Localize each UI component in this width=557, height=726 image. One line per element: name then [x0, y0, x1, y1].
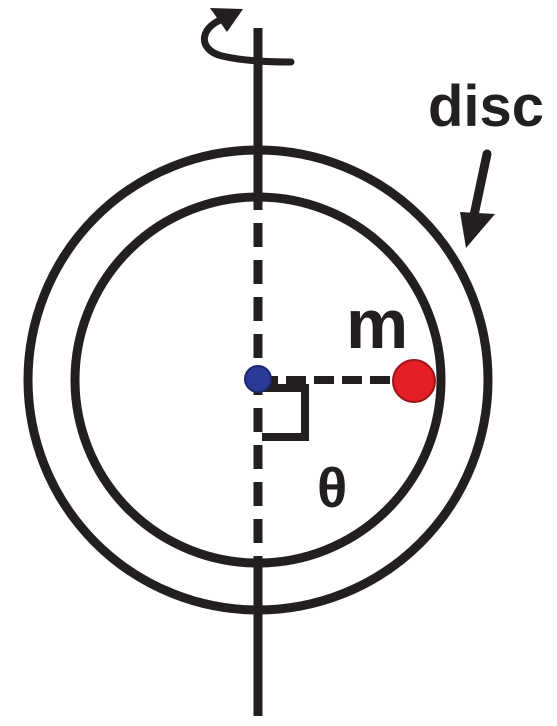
pivot-point	[244, 365, 272, 393]
disc-outer-ring	[23, 145, 493, 615]
pointer-arrow-icon	[460, 149, 495, 248]
point-mass	[392, 359, 436, 403]
disc-label: disc	[428, 74, 544, 139]
rotation-arrow-icon	[201, 8, 295, 66]
angle-label: θ	[317, 456, 347, 519]
mass-label: m	[346, 285, 408, 363]
right-angle-marker	[262, 384, 309, 441]
disc-inner-ring	[70, 192, 446, 568]
